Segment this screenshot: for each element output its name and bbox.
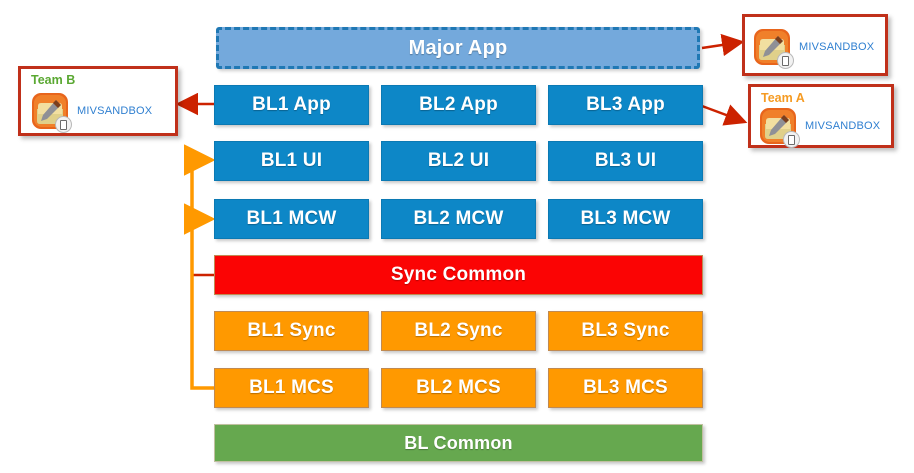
block-label: BL2 MCW — [413, 208, 504, 229]
sandbox-label: MIVSANDBOX — [77, 105, 153, 117]
card-team-a-title: Team A — [761, 91, 805, 105]
block-bl2-sync[interactable]: BL2 Sync — [381, 311, 536, 351]
block-bl1-mcs[interactable]: BL1 MCS — [214, 368, 369, 408]
block-label: BL2 Sync — [414, 320, 503, 341]
block-bl3-app[interactable]: BL3 App — [548, 85, 703, 125]
block-label: BL2 App — [419, 94, 498, 115]
block-label: BL1 UI — [260, 150, 323, 171]
block-bl3-sync[interactable]: BL3 Sync — [548, 311, 703, 351]
mivsandbox-icon — [31, 92, 72, 133]
block-bl2-mcs[interactable]: BL2 MCS — [381, 368, 536, 408]
block-label: BL3 MCW — [580, 208, 671, 229]
sandbox-label: MIVSANDBOX — [799, 41, 875, 53]
block-label: BL1 MCS — [249, 377, 334, 398]
block-bl1-app[interactable]: BL1 App — [214, 85, 369, 125]
mobile-badge-icon — [55, 116, 72, 133]
block-bl3-mcs[interactable]: BL3 MCS — [548, 368, 703, 408]
block-label: BL2 UI — [427, 150, 490, 171]
block-label: BL3 MCS — [583, 377, 668, 398]
block-bl2-app[interactable]: BL2 App — [381, 85, 536, 125]
card-team-b[interactable]: Team B MIVSANDBOX — [18, 66, 178, 136]
block-bl2-ui[interactable]: BL2 UI — [381, 141, 536, 181]
block-label: BL3 Sync — [581, 320, 670, 341]
block-label: BL1 Sync — [247, 320, 336, 341]
block-bl-common-label: BL Common — [404, 432, 513, 453]
card-team-b-title: Team B — [31, 73, 76, 87]
card-sandbox-top-right[interactable]: MIVSANDBOX — [742, 14, 888, 76]
mobile-badge-icon — [777, 52, 794, 69]
mobile-badge-icon — [783, 131, 800, 148]
block-bl-common[interactable]: BL Common — [214, 424, 703, 462]
block-major-app[interactable]: Major App — [216, 27, 700, 69]
block-major-app-label: Major App — [408, 36, 508, 59]
mivsandbox-icon — [753, 28, 794, 69]
block-sync-common-label: Sync Common — [390, 264, 527, 285]
connector-bl3-app-to-team-a — [701, 104, 748, 126]
block-bl1-mcw[interactable]: BL1 MCW — [214, 199, 369, 239]
block-bl1-sync[interactable]: BL1 Sync — [214, 311, 369, 351]
block-bl3-mcw[interactable]: BL3 MCW — [548, 199, 703, 239]
block-bl2-mcw[interactable]: BL2 MCW — [381, 199, 536, 239]
sandbox-label: MIVSANDBOX — [805, 120, 881, 132]
connector-orange-bus — [190, 160, 214, 390]
connector-major-app-to-sandbox — [701, 33, 745, 57]
block-label: BL3 UI — [594, 150, 657, 171]
block-label: BL1 App — [252, 94, 331, 115]
block-label: BL2 MCS — [416, 377, 501, 398]
card-team-a[interactable]: Team A MIVSANDBOX — [748, 84, 894, 148]
block-bl3-ui[interactable]: BL3 UI — [548, 141, 703, 181]
mivsandbox-icon — [759, 107, 800, 148]
block-bl1-ui[interactable]: BL1 UI — [214, 141, 369, 181]
block-sync-common[interactable]: Sync Common — [214, 255, 703, 295]
block-label: BL1 MCW — [246, 208, 337, 229]
block-label: BL3 App — [586, 94, 665, 115]
